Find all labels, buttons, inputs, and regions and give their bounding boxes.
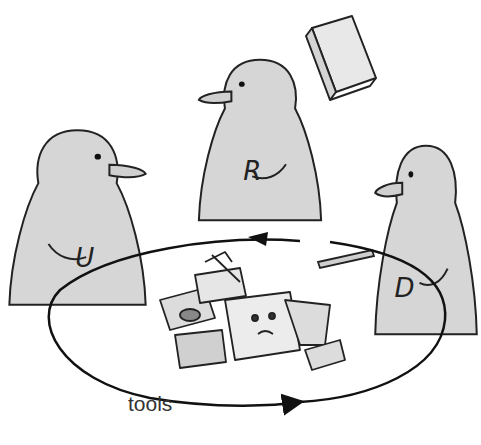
person-figure — [372, 140, 480, 340]
person-letter: D — [394, 273, 414, 303]
cycle-arrow-head — [248, 232, 268, 246]
person-figure — [5, 125, 150, 310]
person-letter: U — [75, 243, 94, 273]
person-node: U — [5, 125, 150, 310]
person-figure — [195, 55, 325, 225]
cycle-label: tools — [128, 392, 172, 416]
cycle-arrow — [49, 240, 300, 406]
person-letter: R — [243, 156, 261, 186]
pencil-illustration — [318, 250, 374, 268]
person-node: D — [372, 140, 480, 340]
book-illustration — [306, 16, 376, 100]
person-node: R — [195, 55, 325, 225]
cycle-arrow — [300, 242, 445, 402]
papers-illustration — [160, 252, 345, 370]
